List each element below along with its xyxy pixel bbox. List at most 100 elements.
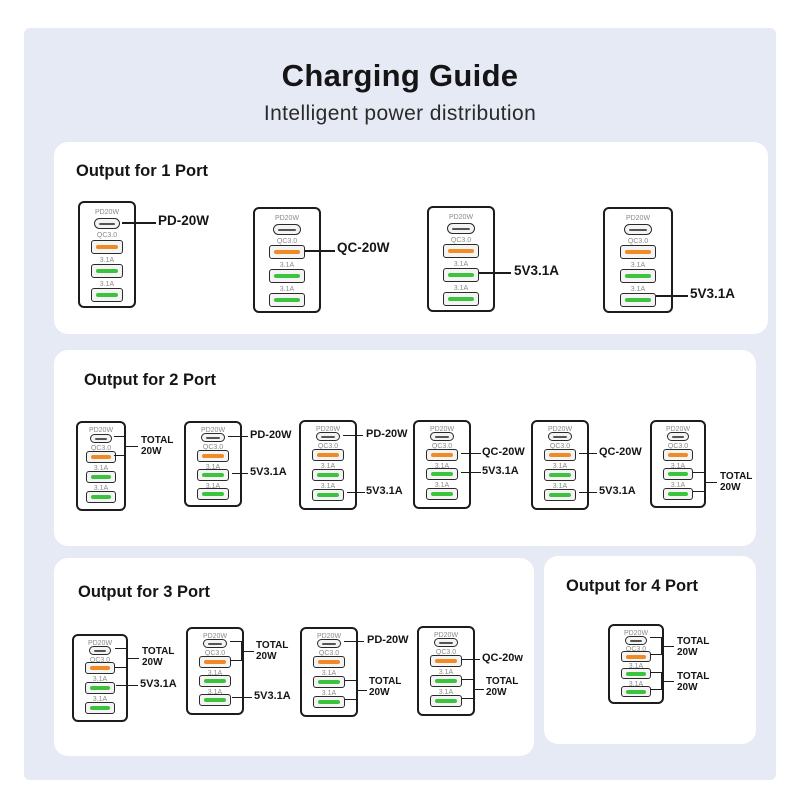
- qc-usb-a-port: [91, 240, 123, 254]
- usb-a-port: [620, 293, 656, 307]
- usb-a-port-label: 3.1A: [93, 485, 109, 492]
- config-label: 20W: [720, 482, 741, 493]
- qc-port-label: QC3.0: [627, 238, 649, 245]
- usb-a-port: [91, 288, 123, 302]
- usb-a-port-label: 3.1A: [92, 676, 108, 683]
- config-label: PD-20W: [158, 213, 210, 228]
- qc-port-label: QC3.0: [435, 649, 457, 656]
- usb-a-port: [313, 696, 345, 708]
- usb-a-port: [85, 702, 115, 714]
- qc-usb-a-port: [430, 655, 462, 667]
- qc-port-label: QC3.0: [96, 232, 118, 239]
- qc-usb-a-port: [544, 449, 576, 461]
- charger: PD20W QC3.0 3.1A 3.1A: [608, 624, 664, 704]
- qc-port-label: QC3.0: [204, 650, 226, 657]
- config-label: TOTAL: [486, 676, 519, 687]
- usb-a-port-label: 3.1A: [630, 262, 646, 269]
- charger: PD20W QC3.0 3.1A 3.1A: [531, 420, 589, 510]
- usb-c-port: [625, 636, 647, 645]
- config-label: TOTAL: [256, 640, 289, 651]
- config-label: PD-20W: [250, 429, 292, 441]
- charger: PD20W QC3.0 3.1A 3.1A: [78, 201, 136, 308]
- qc-usb-a-port: [199, 656, 231, 668]
- qc-port-label: QC3.0: [202, 444, 224, 451]
- config-label: 20W: [256, 651, 277, 662]
- usb-a-port-label: 3.1A: [438, 669, 454, 676]
- qc-port-label: QC3.0: [276, 238, 298, 245]
- usb-a-port: [621, 686, 651, 697]
- usb-a-port-label: 3.1A: [205, 483, 221, 490]
- qc-usb-a-port: [663, 449, 693, 461]
- usb-a-port-label: 3.1A: [321, 670, 337, 677]
- usb-a-port-label: 3.1A: [453, 285, 469, 292]
- qc-usb-a-port: [197, 450, 229, 462]
- config-label: TOTAL: [141, 435, 174, 446]
- usb-a-port-label: 3.1A: [207, 689, 223, 696]
- config-label: TOTAL: [677, 636, 710, 647]
- usb-a-port-label: 3.1A: [93, 465, 109, 472]
- usb-a-port-label: 3.1A: [670, 463, 686, 470]
- usb-c-port: [548, 432, 572, 441]
- usb-c-port: [94, 218, 120, 229]
- config-label: QC-20W: [599, 446, 642, 458]
- usb-a-port: [312, 469, 344, 481]
- config-label: QC-20W: [482, 446, 525, 458]
- usb-c-port: [90, 434, 112, 443]
- page-title: Charging Guide: [281, 58, 519, 93]
- qc-usb-a-port: [426, 449, 458, 461]
- config-label: TOTAL: [720, 471, 753, 482]
- panel-two-port: [54, 350, 756, 546]
- usb-c-port: [317, 639, 341, 648]
- pd-port-label: PD20W: [429, 426, 455, 433]
- pd-port-label: PD20W: [625, 215, 651, 222]
- qc-port-label: QC3.0: [318, 650, 340, 657]
- usb-c-port: [667, 432, 689, 441]
- pd-port-label: PD20W: [623, 630, 649, 637]
- charger: PD20W QC3.0 3.1A 3.1A: [650, 420, 706, 508]
- pd-port-label: PD20W: [433, 632, 459, 639]
- usb-c-port: [434, 638, 458, 647]
- charger: PD20W QC3.0 3.1A 3.1A: [299, 420, 357, 510]
- usb-a-port: [426, 468, 458, 480]
- charger: PD20W QC3.0 3.1A 3.1A: [184, 421, 242, 507]
- config-label: TOTAL: [369, 676, 402, 687]
- config-label: 20W: [142, 657, 163, 668]
- charger: PD20W QC3.0 3.1A 3.1A: [417, 626, 475, 716]
- usb-c-port: [203, 639, 227, 648]
- usb-a-port: [426, 488, 458, 500]
- usb-a-port: [430, 675, 462, 687]
- qc-usb-a-port: [621, 651, 651, 662]
- qc-usb-a-port: [86, 451, 116, 463]
- config-label: 5V3.1A: [690, 286, 736, 301]
- usb-a-port-label: 3.1A: [434, 482, 450, 489]
- config-label: 20W: [677, 682, 698, 693]
- pd-port-label: PD20W: [316, 633, 342, 640]
- qc-port-label: QC3.0: [317, 443, 339, 450]
- usb-a-port: [443, 268, 479, 282]
- qc-port-label: QC3.0: [89, 657, 111, 664]
- usb-a-port: [86, 491, 116, 503]
- usb-a-port-label: 3.1A: [552, 483, 568, 490]
- usb-a-port: [313, 676, 345, 688]
- usb-a-port-label: 3.1A: [438, 689, 454, 696]
- qc-port-label: QC3.0: [431, 443, 453, 450]
- usb-a-port-label: 3.1A: [630, 286, 646, 293]
- qc-usb-a-port: [443, 244, 479, 258]
- usb-a-port: [197, 488, 229, 500]
- pd-port-label: PD20W: [87, 640, 113, 647]
- usb-a-port: [620, 269, 656, 283]
- usb-a-port-label: 3.1A: [552, 463, 568, 470]
- qc-usb-a-port: [620, 245, 656, 259]
- usb-a-port: [269, 269, 305, 283]
- config-label: 5V3.1A: [254, 690, 291, 702]
- qc-port-label: QC3.0: [450, 237, 472, 244]
- usb-c-port: [201, 433, 225, 442]
- charger: PD20W QC3.0 3.1A 3.1A: [413, 420, 471, 509]
- pd-port-label: PD20W: [88, 427, 114, 434]
- usb-a-port: [85, 682, 115, 694]
- usb-a-port: [199, 694, 231, 706]
- usb-c-port: [430, 432, 454, 441]
- usb-c-port: [273, 224, 301, 235]
- usb-a-port: [197, 469, 229, 481]
- config-label: PD-20W: [366, 428, 408, 440]
